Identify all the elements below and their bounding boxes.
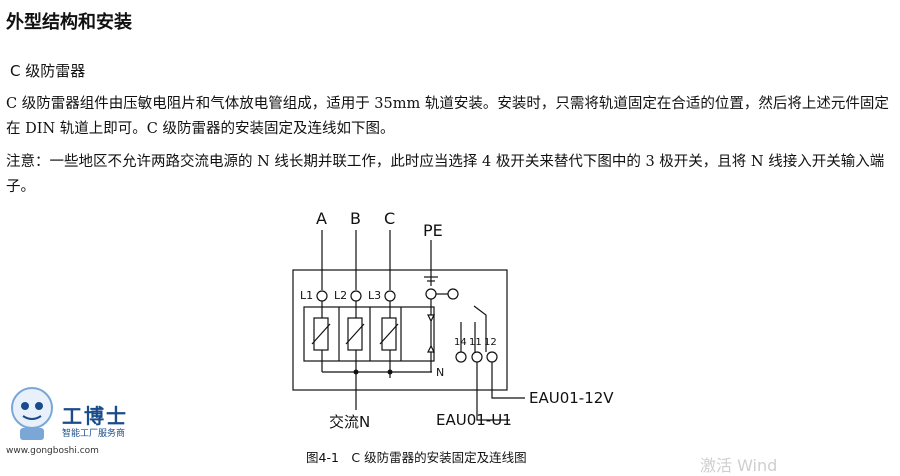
label-phase-c: C [384, 209, 396, 228]
logo-subtitle: 智能工厂服务商 [62, 429, 126, 439]
label-l2: L2 [334, 289, 348, 302]
label-terminal-12: 12 [484, 337, 497, 348]
junction-dots [353, 369, 393, 375]
label-terminal-14: 14 [454, 337, 467, 348]
label-l1: L1 [300, 289, 314, 302]
section-heading: C 级防雷器 [10, 62, 86, 80]
logo-name: 工博士 [62, 404, 128, 428]
paragraph-note: 注意：一些地区不允许两路交流电源的 N 线长期并联工作，此时应当选择 4 极开关… [6, 154, 885, 195]
robot-logo-icon [11, 387, 53, 440]
spd-modules [303, 306, 435, 362]
activation-watermark: 激活 Wind [700, 456, 778, 475]
label-pe: PE [423, 221, 443, 240]
label-phase-b: B [350, 209, 361, 228]
paragraph-description: C 级防雷器组件由压敏电阻片和气体放电管组成，适用于 35mm 轨道安装。安装时… [6, 96, 889, 137]
wiring-diagram [292, 230, 525, 421]
figure-caption: 图4-1 C 级防雷器的安装固定及连线图 [306, 450, 527, 465]
label-eau01-12v: EAU01-12V [529, 389, 614, 407]
label-n-inner: N [436, 366, 445, 379]
label-ac-n: 交流N [329, 413, 371, 431]
page-heading: 外型结构和安装 [6, 12, 132, 33]
logo-url: www.gongboshi.com [6, 446, 99, 456]
label-eau01-u1: EAU01-U1 [436, 411, 512, 429]
label-terminal-11: 11 [469, 337, 482, 348]
label-l3: L3 [368, 289, 382, 302]
label-phase-a: A [316, 209, 327, 228]
spd-enclosure [292, 269, 508, 391]
